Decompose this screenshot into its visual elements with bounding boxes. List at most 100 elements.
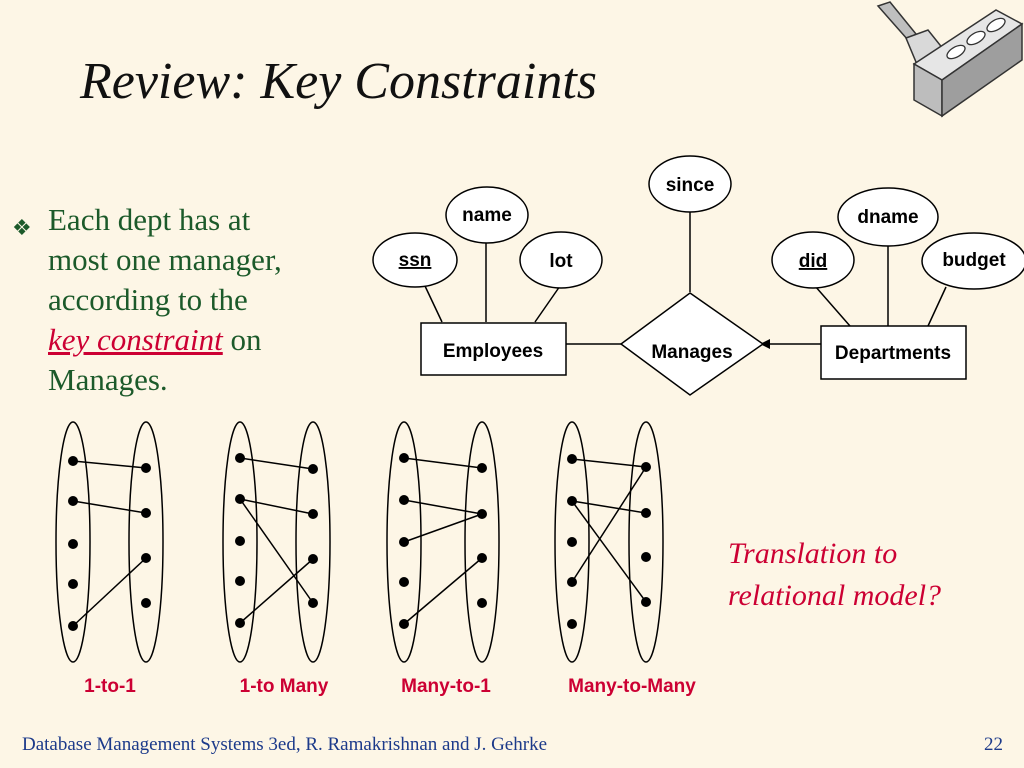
right-set-oval	[295, 421, 331, 663]
attribute-budget	[921, 232, 1024, 290]
left-element-dot	[567, 537, 577, 547]
left-element-dot	[235, 576, 245, 586]
mapping-edge	[571, 466, 647, 583]
left-element-dot	[235, 536, 245, 546]
er-diagram: ssn name lot since did dname budget Empl…	[372, 155, 1024, 396]
left-element-dot	[399, 495, 409, 505]
attribute-dname	[837, 187, 939, 247]
mapping-edge	[72, 557, 147, 627]
slide-title: Review: Key Constraints	[80, 53, 598, 110]
bullet-line: most one manager,	[48, 242, 282, 277]
attribute-name	[445, 186, 529, 244]
right-element-dot	[141, 463, 151, 473]
bullet-phrase-suffix: on	[222, 322, 262, 357]
left-element-dot	[68, 456, 78, 466]
mapping-edge	[72, 460, 147, 469]
right-element-dot	[477, 553, 487, 563]
right-element-dot	[641, 508, 651, 518]
left-element-dot	[399, 619, 409, 629]
left-element-dot	[399, 453, 409, 463]
right-element-dot	[308, 509, 318, 519]
right-element-dot	[141, 553, 151, 563]
bullet-line: according to the	[48, 282, 248, 317]
mapping-group: Many-to-1	[386, 421, 500, 697]
left-element-dot	[235, 453, 245, 463]
left-element-dot	[68, 621, 78, 631]
diamond-bullet-icon: ❖	[12, 215, 32, 240]
mapping-label: Many-to-1	[401, 676, 491, 697]
mapping-edge	[403, 513, 483, 543]
left-set-oval	[55, 421, 91, 663]
mapping-edge	[571, 458, 647, 468]
relationship-manages-label: Manages	[651, 342, 732, 363]
brick-trowel-icon	[876, 1, 1024, 118]
key-constraint-phrase: key constraint	[48, 322, 223, 357]
mapping-group: 1-to Many	[222, 421, 331, 697]
mapping-edge	[403, 499, 483, 515]
left-element-dot	[235, 618, 245, 628]
attribute-lot	[519, 231, 603, 289]
left-element-dot	[399, 537, 409, 547]
attribute-lot-label: lot	[549, 251, 573, 272]
right-element-dot	[641, 462, 651, 472]
mapping-edge	[239, 498, 314, 515]
mapping-edge	[72, 500, 147, 514]
right-element-dot	[477, 463, 487, 473]
mapping-edge	[403, 557, 483, 625]
entity-departments	[820, 325, 967, 380]
mapping-diagrams: 1-to-1 1-to Many Many-to-1 Many-to-Many	[55, 421, 696, 697]
mapping-label: 1-to-1	[84, 676, 136, 697]
left-element-dot	[567, 496, 577, 506]
page-number: 22	[984, 734, 1003, 755]
mapping-edge	[571, 500, 647, 514]
right-element-dot	[477, 509, 487, 519]
mapping-label: Many-to-Many	[568, 676, 696, 697]
right-element-dot	[308, 554, 318, 564]
left-element-dot	[567, 619, 577, 629]
entity-employees-label: Employees	[443, 341, 543, 362]
mapping-label: 1-to Many	[240, 676, 329, 697]
attribute-name-label: name	[462, 205, 512, 226]
right-element-dot	[641, 597, 651, 607]
bullet-line: Each dept has at	[48, 202, 251, 237]
mapping-edge	[239, 558, 314, 624]
translation-question: Translation to relational model?	[728, 533, 941, 617]
right-element-dot	[141, 598, 151, 608]
left-element-dot	[567, 577, 577, 587]
right-element-dot	[308, 464, 318, 474]
left-element-dot	[68, 579, 78, 589]
entity-employees	[420, 322, 567, 376]
left-element-dot	[567, 454, 577, 464]
right-set-oval	[128, 421, 164, 663]
mapping-group: Many-to-Many	[554, 421, 696, 697]
left-set-oval	[222, 421, 258, 663]
footer-citation: Database Management Systems 3ed, R. Rama…	[22, 734, 548, 755]
right-set-oval	[628, 421, 664, 663]
attribute-ssn-label: ssn	[399, 250, 432, 271]
translation-line: Translation to	[728, 537, 898, 570]
bullet-point: ❖ Each dept has at most one manager, acc…	[12, 200, 352, 400]
attribute-since-label: since	[666, 175, 715, 196]
entity-departments-label: Departments	[835, 343, 951, 364]
left-element-dot	[235, 494, 245, 504]
attribute-did-label: did	[799, 251, 828, 272]
attribute-ssn	[372, 232, 458, 288]
left-element-dot	[68, 539, 78, 549]
left-set-oval	[386, 421, 422, 663]
mapping-edge	[571, 500, 647, 603]
left-element-dot	[68, 496, 78, 506]
right-set-oval	[464, 421, 500, 663]
relationship-manages	[619, 292, 765, 396]
attribute-did	[771, 231, 855, 289]
mapping-edge	[403, 457, 483, 469]
attribute-budget-label: budget	[942, 250, 1006, 271]
left-set-oval	[554, 421, 590, 663]
translation-line: relational model?	[728, 579, 942, 612]
bullet-line: key constraint on	[48, 320, 352, 360]
attribute-since	[648, 155, 732, 213]
bullet-line: Manages.	[48, 362, 168, 397]
right-element-dot	[641, 552, 651, 562]
left-element-dot	[399, 577, 409, 587]
mapping-group: 1-to-1	[55, 421, 164, 697]
mapping-edge	[239, 457, 314, 470]
